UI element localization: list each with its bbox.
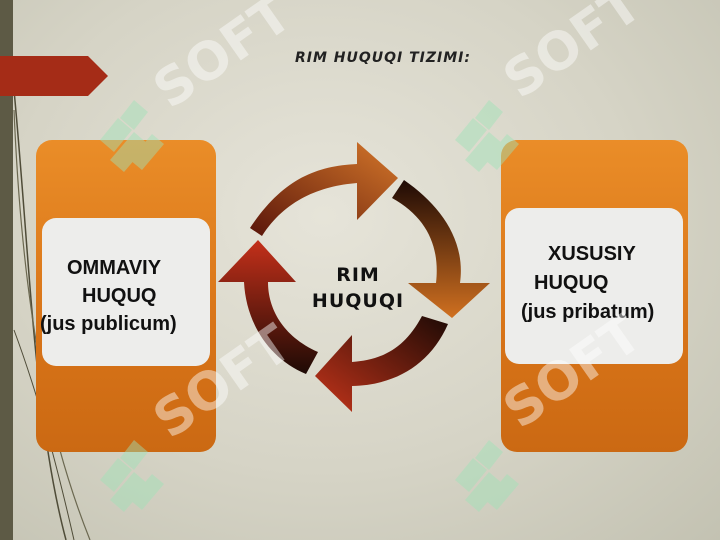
cycle-arrow-bottom	[315, 316, 448, 412]
center-label-line-2: HUQUQI	[311, 290, 405, 312]
watermark-logo-icon	[455, 440, 519, 512]
left-card-line-2: HUQUQ	[82, 285, 157, 307]
left-card-line-1: OMMAVIY	[67, 257, 162, 279]
left-accent-bar	[0, 0, 13, 540]
left-card-panel	[42, 218, 210, 366]
cycle-arrow-top	[250, 142, 398, 236]
center-label: RIM HUQUQI	[288, 262, 428, 314]
right-card-line-2: HUQUQ	[534, 272, 609, 294]
right-card-panel	[505, 208, 683, 364]
cycle-arrow-right	[392, 180, 490, 318]
cycle-diagram	[218, 142, 490, 412]
cycle-arrow-left	[218, 240, 318, 374]
corner-tab	[0, 56, 108, 96]
center-label-line-1: RIM	[336, 264, 380, 286]
left-card-line-3: (jus publicum)	[40, 313, 177, 335]
right-card-line-1: XUSUSIY	[548, 243, 636, 265]
page-title: RIM HUQUQI TIZIMI:	[295, 50, 471, 66]
right-card-line-3: (jus pribatum)	[521, 301, 655, 323]
